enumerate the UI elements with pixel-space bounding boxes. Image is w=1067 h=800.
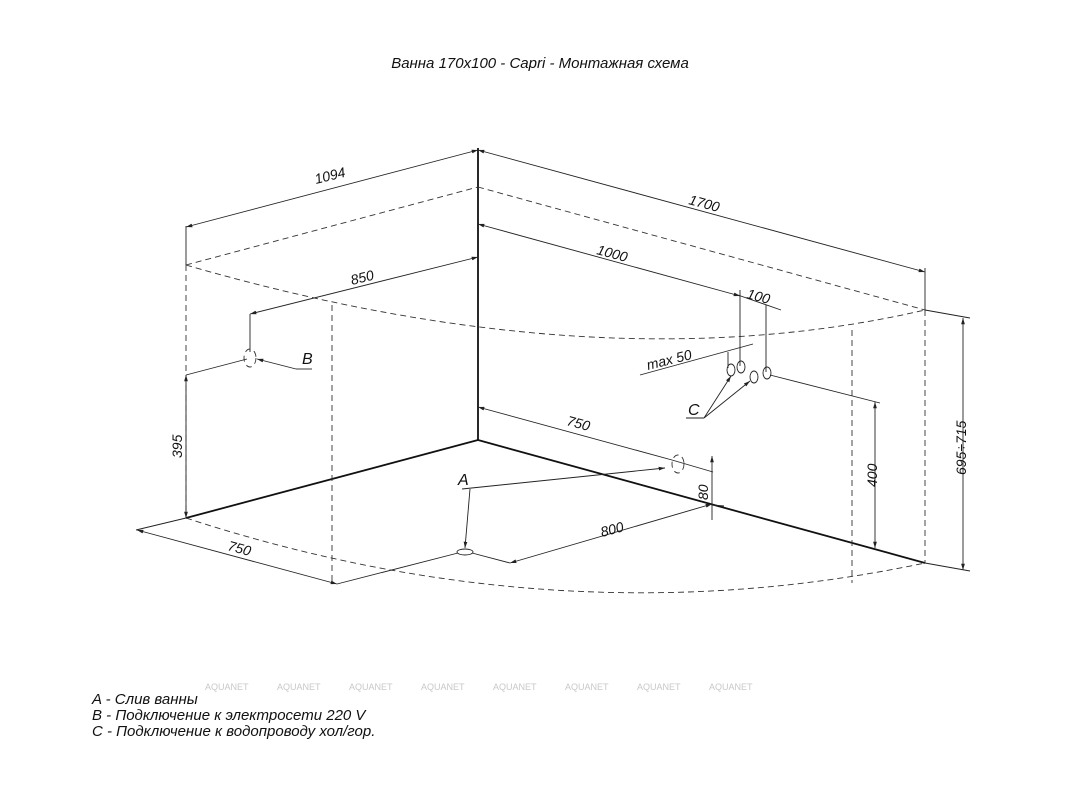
electric-connection-b: B: [185, 348, 313, 376]
watermark: AQUANET: [277, 682, 321, 692]
dimension-1094: 1094: [185, 149, 479, 265]
svg-text:max 50: max 50: [645, 346, 694, 373]
watermark: AQUANET: [637, 682, 681, 692]
drain-a: A: [456, 454, 685, 556]
svg-text:1000: 1000: [595, 241, 629, 265]
svg-text:800: 800: [599, 518, 626, 540]
watermark: AQUANET: [493, 682, 537, 692]
marker-c-label: C: [688, 402, 700, 419]
bathtub-outline: [185, 148, 926, 594]
dimension-800: 800: [471, 503, 713, 564]
svg-text:1700: 1700: [687, 191, 721, 215]
watermark: AQUANET: [709, 682, 753, 692]
dimension-750-back: 750: [477, 406, 714, 473]
svg-text:395: 395: [169, 434, 185, 458]
svg-text:695÷715: 695÷715: [953, 420, 969, 475]
svg-text:80: 80: [695, 484, 711, 500]
svg-text:750: 750: [565, 412, 592, 434]
svg-text:750: 750: [226, 537, 253, 559]
dimension-750-front: 750: [135, 517, 459, 585]
watermark: AQUANET: [205, 682, 249, 692]
watermark: AQUANET: [349, 682, 393, 692]
legend-item-a: A - Слив ванны: [92, 691, 198, 708]
legend-item-b: B - Подключение к электросети 220 V: [92, 707, 366, 724]
dimension-max-50: max 50: [639, 343, 754, 376]
dimension-695-715: 695÷715: [924, 309, 971, 572]
svg-text:1094: 1094: [313, 164, 347, 187]
legend: A - Слив ванны B - Подключение к электро…: [92, 692, 375, 740]
dimension-1700: 1700: [477, 149, 926, 310]
svg-text:400: 400: [864, 463, 880, 487]
svg-text:850: 850: [349, 267, 376, 288]
dimension-1000: 1000: [477, 223, 741, 297]
svg-text:100: 100: [745, 285, 772, 307]
watermark: AQUANET: [565, 682, 609, 692]
marker-b-label: B: [302, 351, 313, 368]
dimension-100: 100: [734, 285, 782, 372]
legend-item-c: C - Подключение к водопроводу хол/гор.: [92, 723, 376, 740]
marker-a-label: A: [457, 472, 469, 489]
dimension-395: 395: [169, 375, 188, 518]
dimension-850: 850: [249, 256, 479, 352]
dimension-80: 80: [695, 456, 725, 520]
water-connection-c: C: [686, 360, 772, 419]
diagram-title: Ванна 170x100 - Capri - Монтажная схема: [391, 55, 689, 72]
watermark: AQUANET: [421, 682, 465, 692]
dimension-400: 400: [769, 374, 881, 548]
